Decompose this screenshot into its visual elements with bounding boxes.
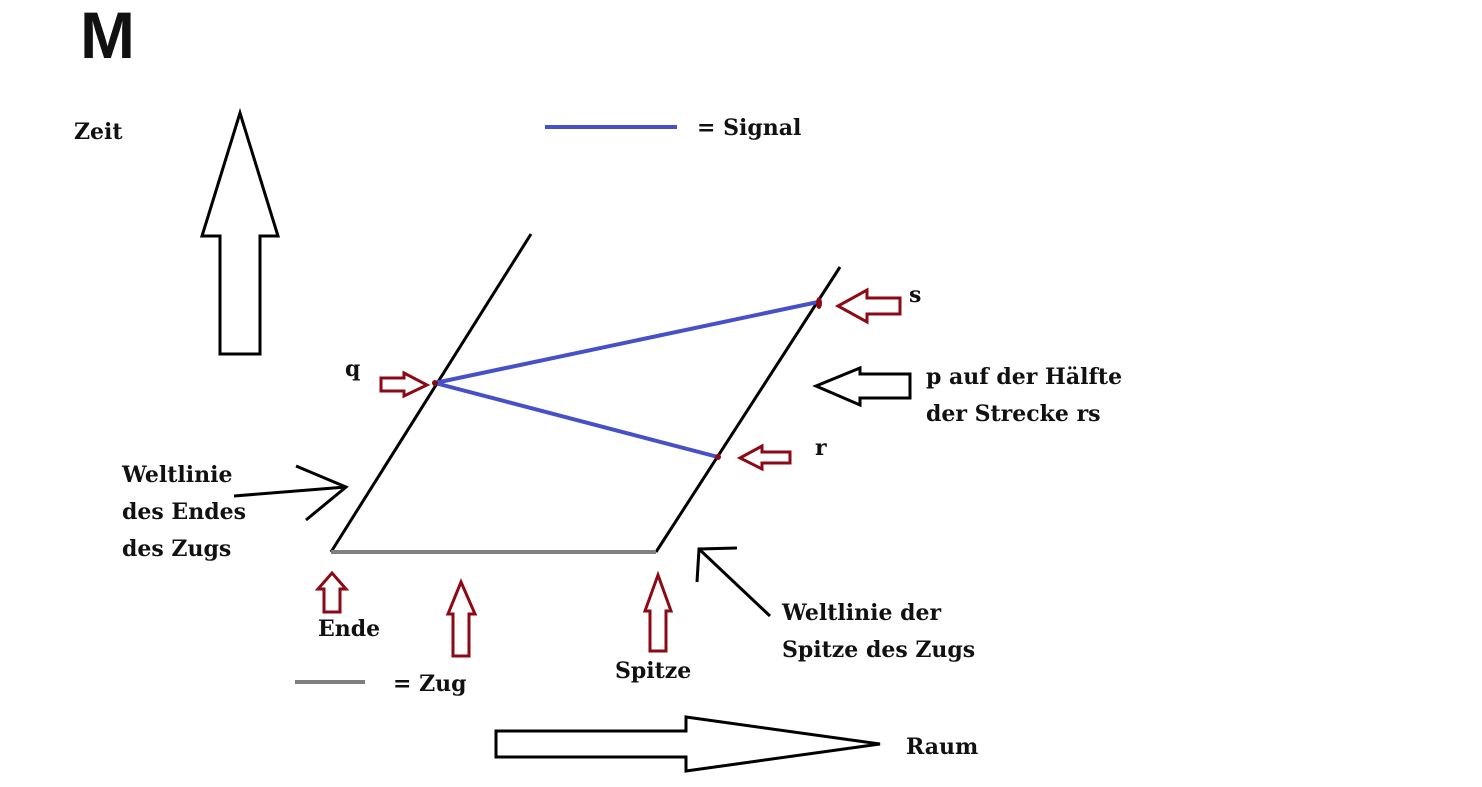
event-r-label: r [815, 435, 827, 461]
r-marker-arrow [736, 443, 792, 472]
event-r-dot [715, 454, 721, 460]
event-q-label: q [345, 356, 361, 382]
train-legend-label: = Zug [393, 671, 467, 697]
event-s-dot [816, 297, 822, 309]
signal-q-to-r [434, 381, 719, 459]
end-marker-arrow [314, 570, 350, 614]
signal-q-to-s [434, 300, 819, 385]
end-worldline [329, 233, 533, 553]
end-worldline-annotation: Weltlinie des Endes des Zugs [122, 462, 246, 562]
p-midpoint-annotation: p auf der Hälfte der Strecke rs [926, 364, 1123, 427]
end-label: Ende [318, 616, 381, 642]
space-axis-label: Raum [906, 734, 979, 760]
event-s-label: s [909, 282, 922, 308]
tip-marker-arrow [642, 570, 674, 653]
tip-label: Spitze [615, 658, 692, 684]
train-marker-arrow [445, 578, 478, 658]
time-axis-arrow [199, 107, 281, 356]
q-marker-arrow [379, 370, 431, 399]
event-q-dot [432, 380, 438, 386]
end-worldline-pointer [233, 464, 349, 522]
s-marker-arrow [834, 287, 902, 325]
p-pointer-arrow [812, 365, 912, 408]
tip-worldline-annotation: Weltlinie der Spitze des Zugs [782, 600, 976, 663]
tip-worldline-pointer [695, 546, 772, 618]
time-axis-label: Zeit [74, 119, 123, 145]
signal-legend-label: = Signal [697, 115, 802, 141]
space-axis-arrow [494, 715, 881, 773]
title-mark: M [80, 0, 135, 72]
tip-worldline [654, 266, 842, 553]
